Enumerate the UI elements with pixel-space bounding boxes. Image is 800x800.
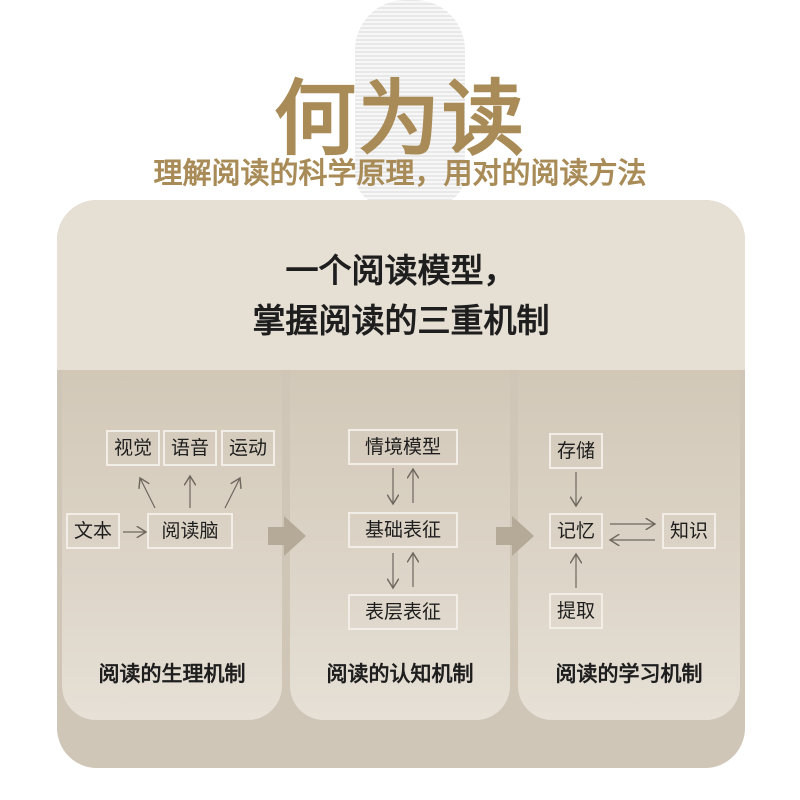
box-retrieval: 提取 (549, 593, 603, 629)
box-vision: 视觉 (106, 430, 160, 466)
box-phonology: 语音 (163, 430, 217, 466)
heading-line-1: 一个阅读模型， (285, 251, 517, 290)
card-title: 阅读的生理机制 (98, 662, 246, 686)
big-arrow-icon (284, 516, 306, 556)
panel-heading: 一个阅读模型， 掌握阅读的三重机制 (57, 246, 745, 346)
box-textbase: 基础表征 (348, 512, 458, 548)
model-panel: 一个阅读模型， 掌握阅读的三重机制 阅读的生理机制 阅读的认知机制 阅读的学习机… (57, 200, 745, 768)
card-physiological: 阅读的生理机制 (62, 370, 282, 720)
panel-header (57, 200, 745, 370)
big-arrow-icon (496, 527, 512, 545)
box-situation-model: 情境模型 (348, 429, 458, 465)
card-title: 阅读的学习机制 (555, 662, 703, 686)
box-storage: 存储 (549, 433, 603, 469)
box-reading-brain: 阅读脑 (147, 513, 233, 549)
box-text: 文本 (66, 513, 120, 549)
box-motor: 运动 (221, 430, 275, 466)
owl-text-art-background (355, 0, 465, 205)
big-arrow-icon (268, 527, 284, 545)
box-surface: 表层表征 (348, 594, 458, 630)
big-arrow-icon (512, 516, 534, 556)
heading-line-2: 掌握阅读的三重机制 (252, 301, 550, 340)
box-memory: 记忆 (549, 513, 603, 549)
card-learning: 阅读的学习机制 (518, 370, 740, 720)
page-subtitle: 理解阅读的科学原理，用对的阅读方法 (153, 156, 647, 190)
box-knowledge: 知识 (662, 513, 716, 549)
page-title: 何为读 (273, 72, 526, 167)
card-title: 阅读的认知机制 (326, 662, 474, 686)
card-cognitive: 阅读的认知机制 (290, 370, 510, 720)
